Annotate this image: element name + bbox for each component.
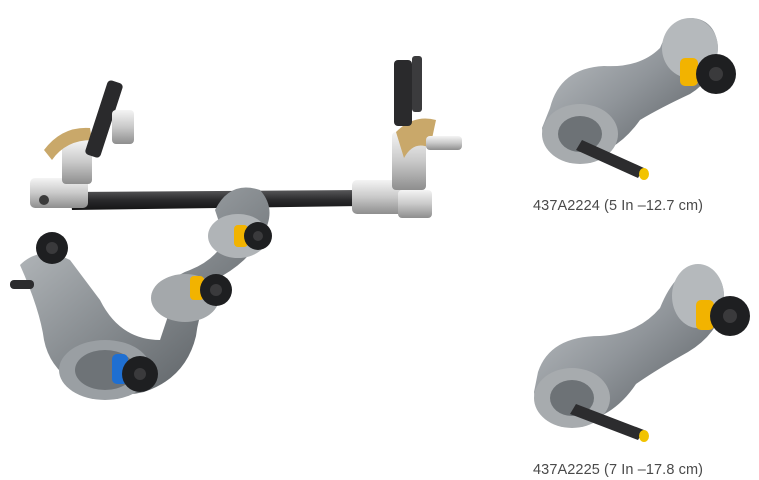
crossbar-rod [70, 190, 362, 210]
product-caption-437A2225: 437A2225 (7 In –17.8 cm) [533, 462, 704, 478]
knob-left [36, 232, 68, 264]
arm-437A2225-image [534, 264, 750, 442]
arm-437A2224-image [542, 18, 736, 180]
right-clamp [352, 56, 462, 218]
knob-middle [190, 274, 232, 306]
post-pin [10, 280, 34, 289]
retractor-assembly-image [10, 56, 462, 400]
product-caption-437A2224: 437A2224 (5 In –12.7 cm) [533, 198, 704, 214]
knob-top [234, 222, 272, 250]
left-clamp [30, 80, 134, 208]
knob-bottom [112, 354, 158, 392]
